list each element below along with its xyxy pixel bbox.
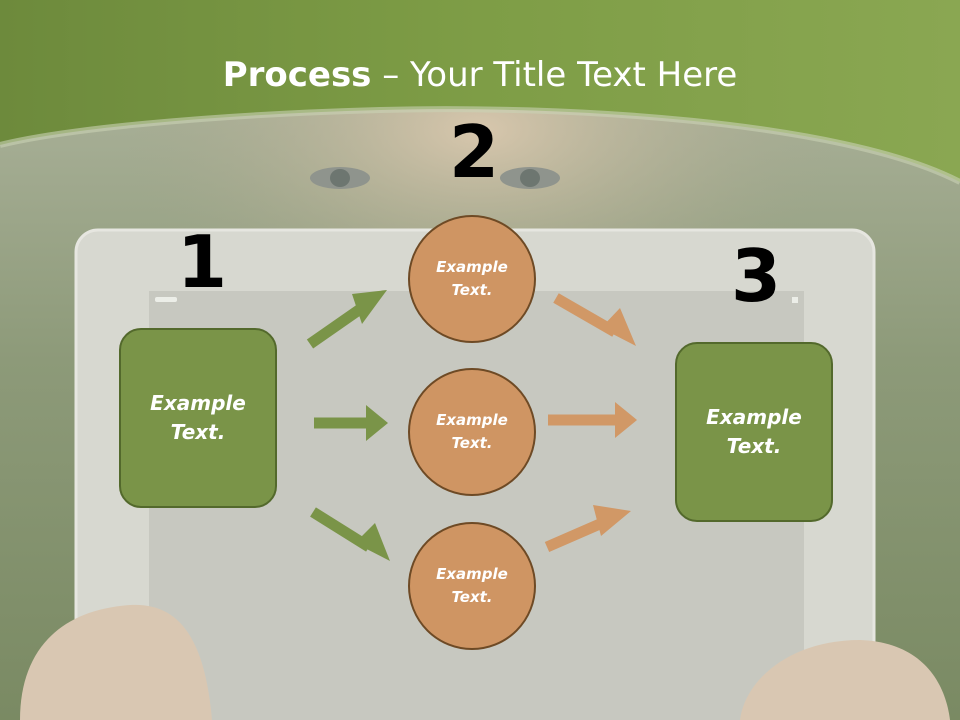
arrow-left-to-middle — [314, 405, 388, 441]
circle-middle-line2: Text. — [451, 434, 493, 452]
circle-top-line2: Text. — [451, 281, 493, 299]
left-box-line2: Text. — [170, 420, 226, 444]
arrow-middle-to-right — [548, 402, 637, 438]
circle-top-line1: Example — [436, 258, 508, 276]
left-box-line1: Example — [150, 391, 246, 415]
step-number-3: 3 — [731, 234, 782, 318]
step-number-2: 2 — [449, 110, 500, 194]
arrow-bottom-to-right — [544, 505, 631, 553]
arrow-left-to-top — [306, 290, 387, 349]
circle-middle-line1: Example — [436, 411, 508, 429]
title-rest: – Your Title Text Here — [371, 55, 738, 95]
arrow-top-to-right — [553, 293, 636, 346]
step-number-1: 1 — [177, 220, 228, 304]
right-box-line2: Text. — [726, 434, 782, 458]
circle-bottom-line1: Example — [436, 565, 508, 583]
arrow-left-to-bottom — [310, 507, 390, 561]
right-box-line1: Example — [706, 405, 802, 429]
title-bold: Process — [222, 55, 372, 95]
circle-bottom-line2: Text. — [451, 588, 493, 606]
slide-title: Process – Your Title Text Here — [0, 54, 960, 96]
